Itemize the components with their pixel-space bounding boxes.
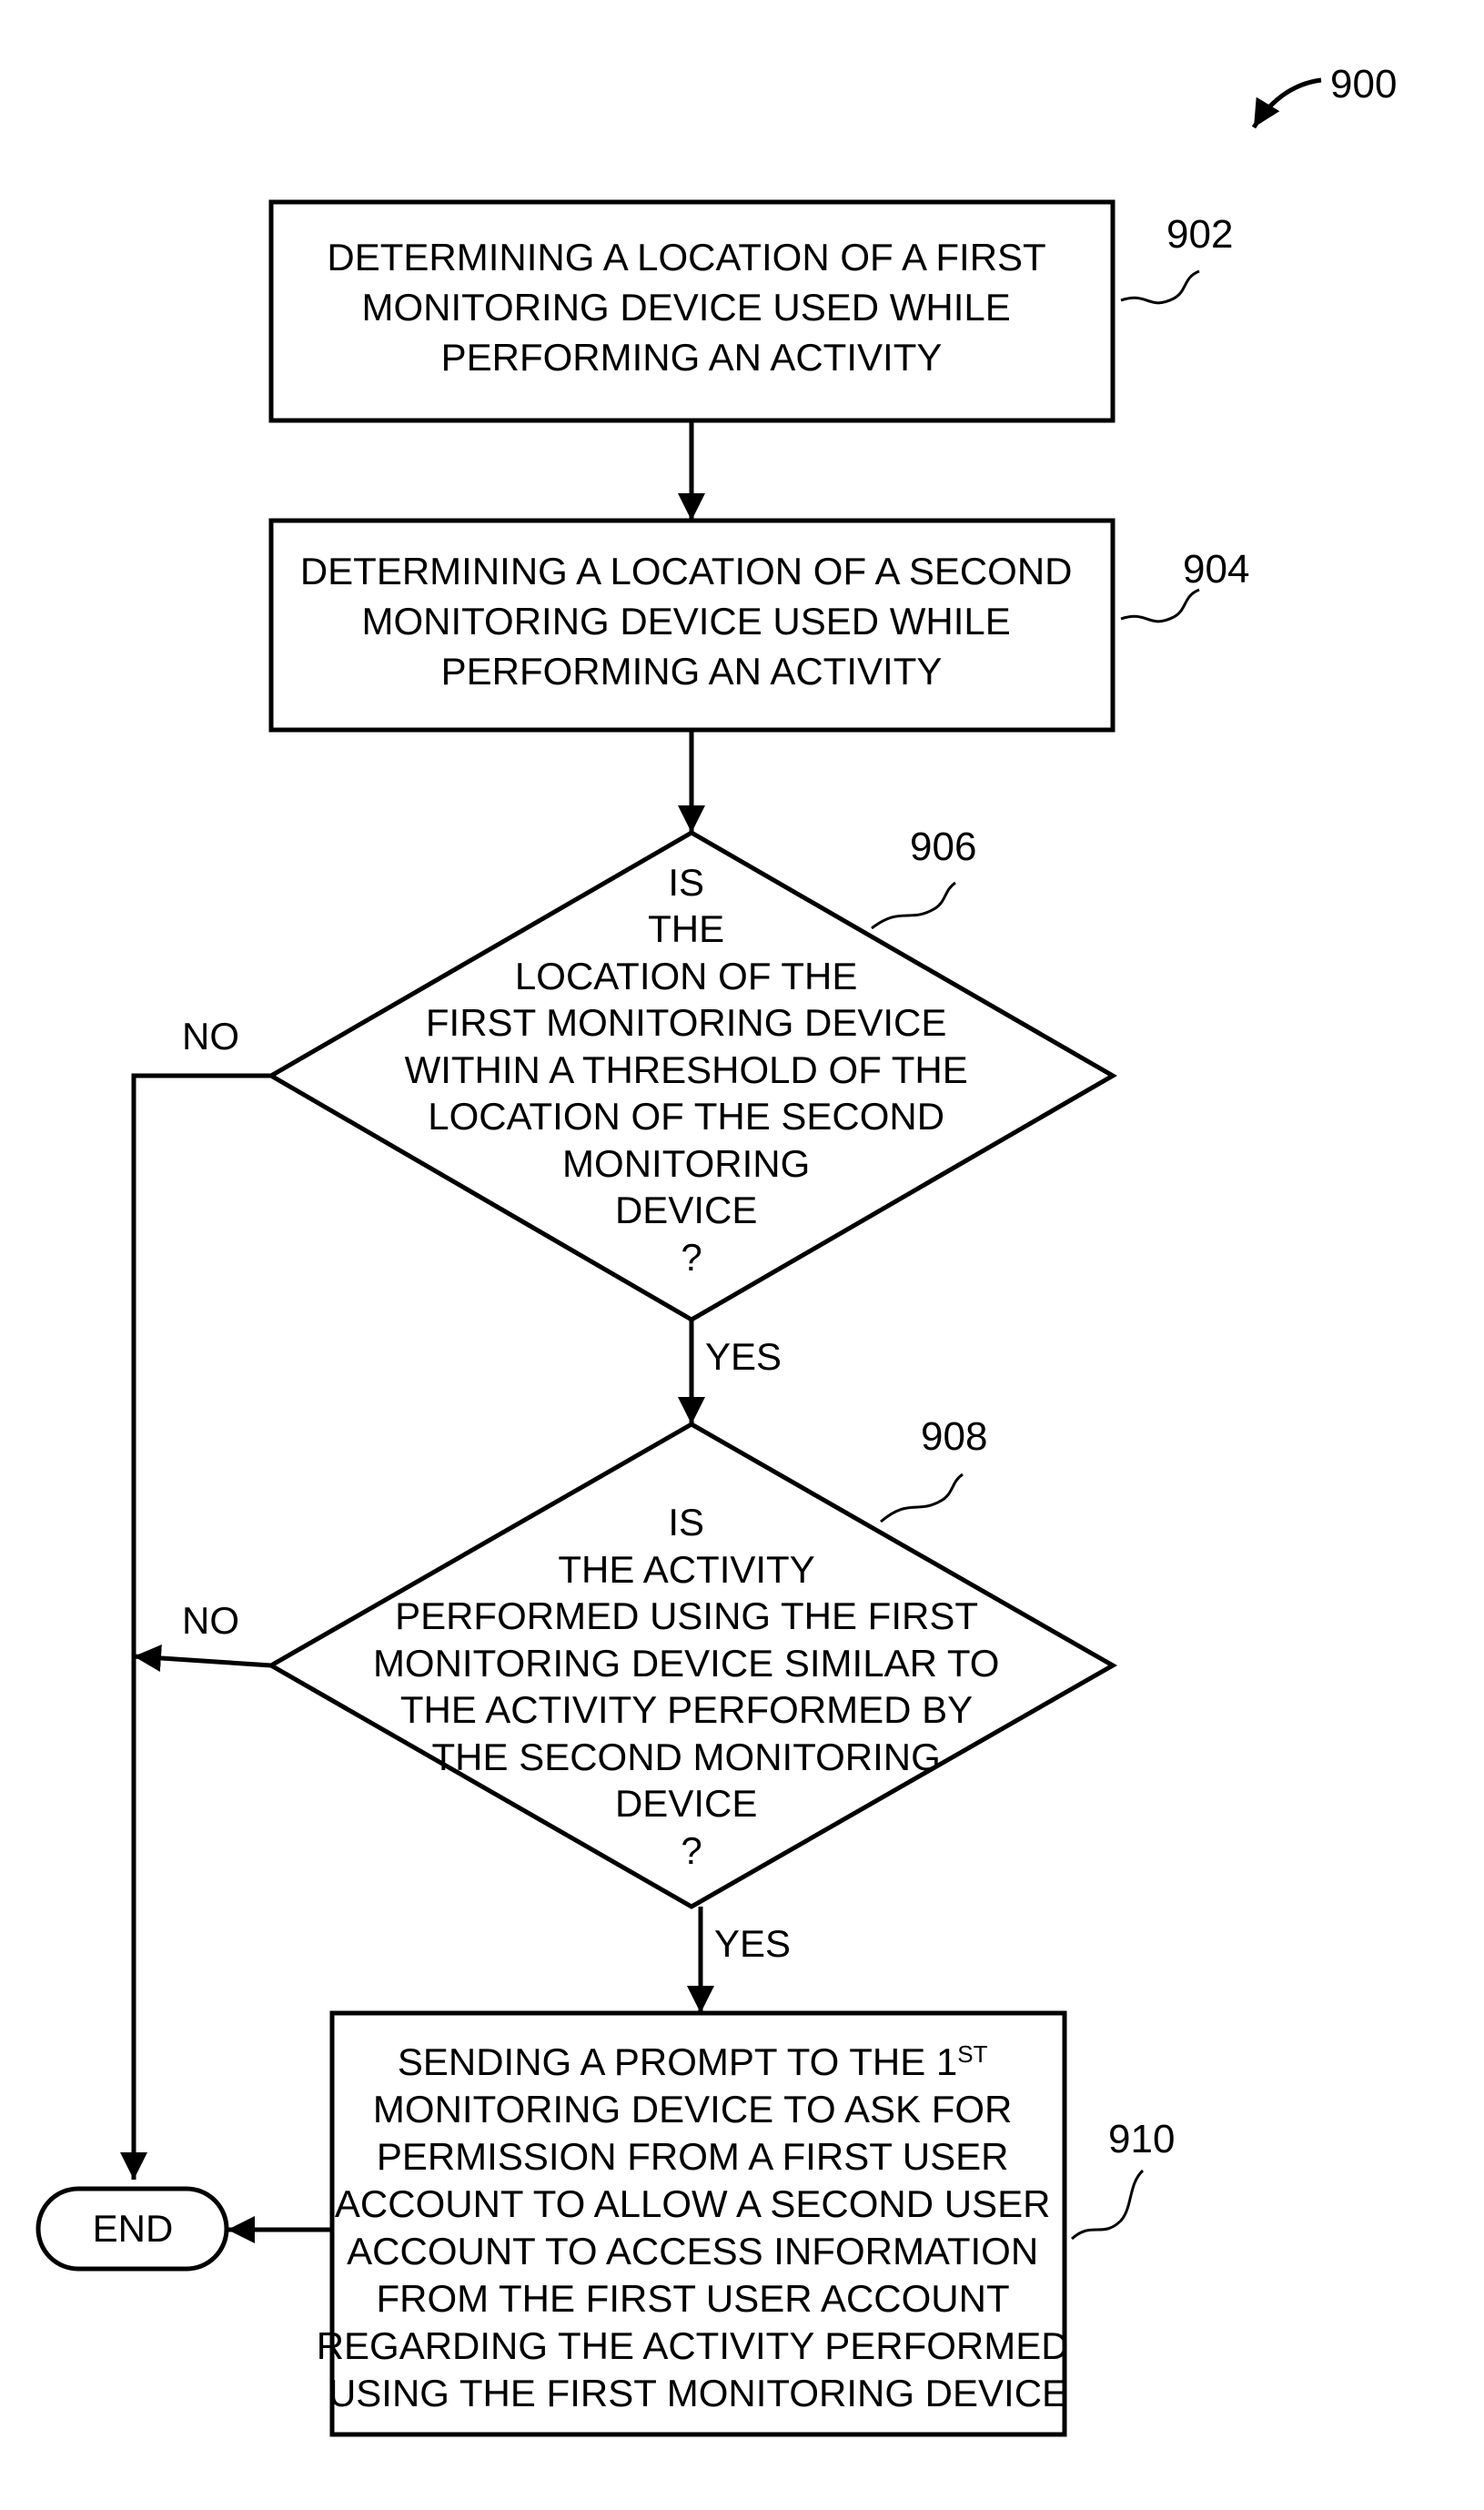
step-904-line: DETERMINING A LOCATION OF A SECOND bbox=[300, 550, 1073, 592]
step-910-line: MONITORING DEVICE TO ASK FOR bbox=[373, 2088, 1012, 2130]
decision-908-line: MONITORING DEVICE SIMILAR TO bbox=[373, 1642, 999, 1685]
decision-906-line: ? bbox=[681, 1236, 702, 1279]
step-910-line: ACCOUNT TO ACCESS INFORMATION bbox=[347, 2230, 1038, 2272]
decision-908-no-label: NO bbox=[182, 1599, 239, 1642]
decision-906-yes-label: YES bbox=[705, 1335, 782, 1378]
decision-906-line: IS bbox=[668, 861, 704, 904]
decision-906-no-label: NO bbox=[182, 1015, 239, 1058]
step-904-ref: 904 bbox=[1183, 547, 1249, 592]
decision-906-line: DEVICE bbox=[615, 1189, 757, 1231]
decision-908-line: THE SECOND MONITORING bbox=[432, 1736, 941, 1778]
decision-908-ref-lead bbox=[881, 1474, 963, 1522]
step-904-line: PERFORMING AN ACTIVITY bbox=[441, 650, 943, 693]
figure-ref-label: 900 bbox=[1330, 62, 1397, 106]
decision-908-line: PERFORMED USING THE FIRST bbox=[395, 1594, 977, 1637]
step-902-ref: 902 bbox=[1166, 212, 1233, 257]
step-910-superscript: ST bbox=[957, 2040, 987, 2068]
step-910-line: REGARDING THE ACTIVITY PERFORMED bbox=[317, 2324, 1069, 2367]
end-label: END bbox=[93, 2207, 174, 2250]
decision-906-line: WITHIN A THRESHOLD OF THE bbox=[405, 1048, 968, 1091]
decision-908-ref: 908 bbox=[921, 1414, 987, 1459]
step-902-line: MONITORING DEVICE USED WHILE bbox=[362, 286, 1011, 329]
step-910-ref-lead bbox=[1072, 2171, 1143, 2239]
decision-906-line: LOCATION OF THE SECOND bbox=[428, 1095, 944, 1138]
decision-906-line: MONITORING bbox=[562, 1142, 810, 1185]
decision-906-ref: 906 bbox=[910, 825, 976, 869]
step-904-line: MONITORING DEVICE USED WHILE bbox=[362, 600, 1011, 643]
decision-908-line: ? bbox=[681, 1829, 702, 1872]
step-910-line: ACCOUNT TO ALLOW A SECOND USER bbox=[335, 2182, 1051, 2225]
step-910-line: USING THE FIRST MONITORING DEVICE bbox=[328, 2372, 1067, 2414]
decision-906-text: IS THE LOCATION OF THE FIRST MONITORING … bbox=[405, 861, 979, 1279]
step-904-ref-lead bbox=[1121, 590, 1199, 622]
step-910-ref: 910 bbox=[1108, 2117, 1175, 2161]
decision-908-line: IS bbox=[668, 1501, 704, 1543]
decision-906-line: LOCATION OF THE bbox=[515, 955, 857, 997]
step-910-line: PERMISSION FROM A FIRST USER bbox=[377, 2135, 1009, 2178]
decision-906-ref-lead bbox=[872, 883, 955, 928]
figure-ref-arrow bbox=[1254, 80, 1321, 127]
step-910-line-main: SENDING A PROMPT TO THE 1 bbox=[398, 2040, 957, 2083]
connector-908-no bbox=[134, 1656, 271, 1665]
decision-908-line: THE ACTIVITY bbox=[558, 1548, 814, 1591]
decision-908-yes-label: YES bbox=[714, 1922, 791, 1965]
step-902-line: PERFORMING AN ACTIVITY bbox=[441, 336, 943, 379]
step-902-line: DETERMINING A LOCATION OF A FIRST bbox=[327, 236, 1045, 278]
decision-906-line: FIRST MONITORING DEVICE bbox=[426, 1001, 947, 1044]
step-910-line: SENDING A PROMPT TO THE 1ST bbox=[398, 2040, 988, 2083]
decision-908-line: THE ACTIVITY PERFORMED BY bbox=[400, 1688, 973, 1731]
decision-906-line: THE bbox=[648, 907, 724, 950]
decision-908-line: DEVICE bbox=[615, 1782, 757, 1825]
step-902-ref-lead bbox=[1121, 271, 1199, 303]
step-910-line: FROM THE FIRST USER ACCOUNT bbox=[376, 2277, 1009, 2320]
